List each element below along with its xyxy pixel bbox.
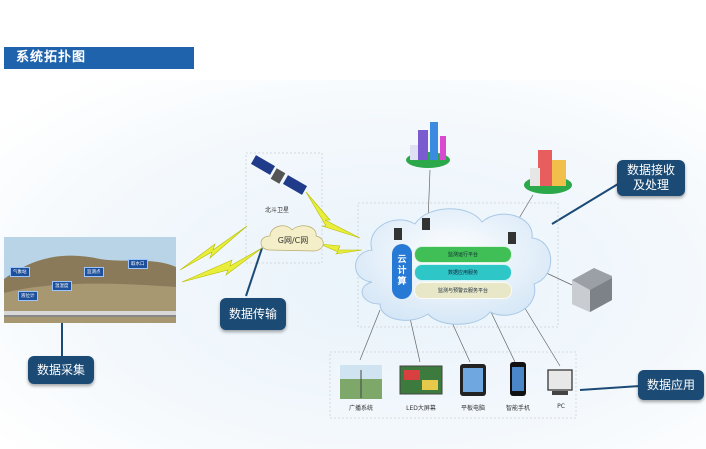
- device-label: 平板电脑: [460, 405, 485, 412]
- led-screen-icon: [399, 365, 443, 395]
- cloud-compute-badge: 云 计 算: [392, 244, 412, 299]
- callout-data-application: 数据应用: [638, 370, 704, 400]
- callout-data-transfer: 数据传输: [220, 298, 286, 330]
- router-icons: [394, 218, 516, 244]
- tablet-icon: [460, 364, 486, 396]
- page-title: 系统拓扑图: [4, 47, 194, 69]
- device-label: 广播系统: [348, 405, 373, 412]
- pc-icon: [547, 369, 573, 395]
- cloud-compute-char: 算: [397, 277, 407, 287]
- callout-pointers: [61, 183, 641, 391]
- photo-tag: 气象站: [10, 267, 30, 277]
- cloud-compute-char: 计: [397, 266, 407, 276]
- cloud-service-bar: 监测运行平台: [414, 246, 512, 263]
- callout-line: 及处理: [632, 178, 669, 192]
- device-label: LED大屏幕: [406, 405, 436, 412]
- smartphone-icon: [510, 362, 526, 396]
- device-label: PC: [557, 403, 565, 410]
- cloud-service-bar: 监测与预警云服务平台: [414, 282, 512, 299]
- photo-tag: 液位计: [18, 291, 38, 301]
- satellite-icon: [250, 155, 308, 195]
- gnet-label: G网/C网: [277, 235, 309, 245]
- broadcast-system-icon: [340, 365, 382, 399]
- callout-data-receive: 数据接收 及处理: [617, 160, 685, 196]
- photo-tag: 监测点: [84, 267, 104, 277]
- city-building-icon: [406, 122, 450, 168]
- device-label: 智能手机: [505, 405, 530, 412]
- server-icon: [572, 268, 612, 312]
- photo-tag: 取水口: [128, 259, 148, 269]
- office-building-icon: [524, 150, 572, 194]
- wireless-bolts: [179, 191, 363, 283]
- cloud-service-bar: 数据应用服务: [414, 264, 512, 281]
- field-photo: 气象站 温湿度 监测点 取水口 液位计: [4, 237, 176, 323]
- callout-line: 数据接收: [626, 163, 675, 177]
- satellite-label: 北斗卫星: [265, 207, 290, 214]
- callout-data-collection: 数据采集: [28, 356, 94, 384]
- cloud-compute-char: 云: [397, 255, 407, 265]
- gnet-cloud: [260, 225, 324, 252]
- photo-tag: 温湿度: [52, 281, 72, 291]
- field-landscape-image: [4, 237, 176, 323]
